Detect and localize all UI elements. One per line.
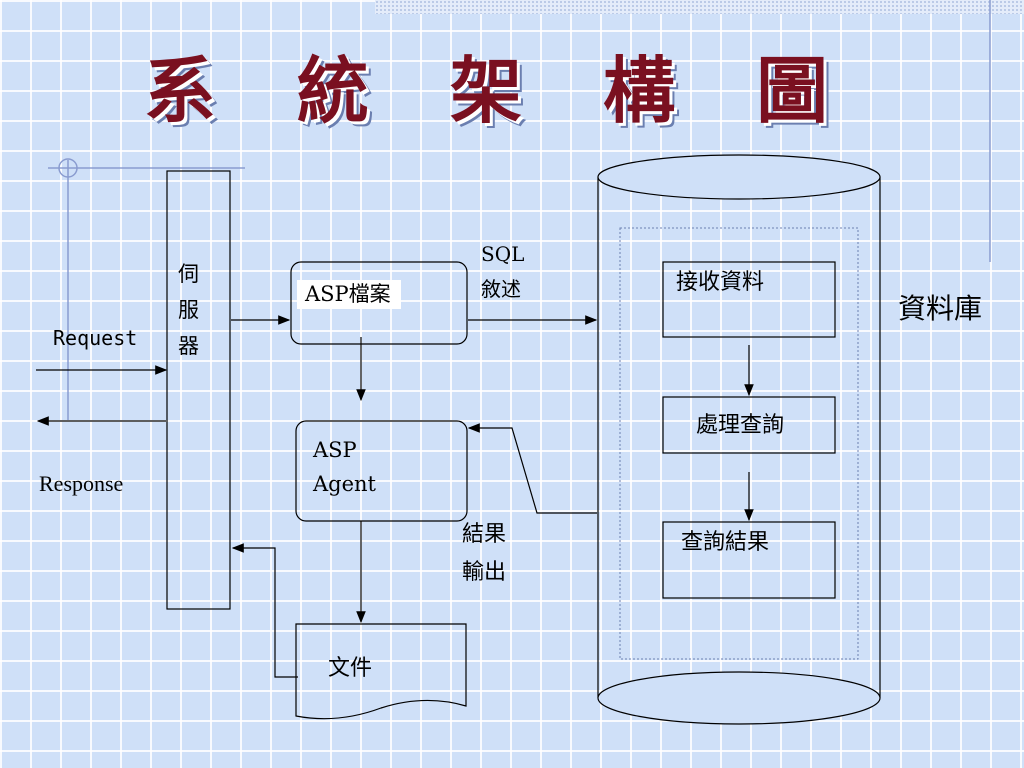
server-box [166, 170, 231, 610]
decorative-circle [58, 158, 78, 178]
database-inner-frame [619, 227, 859, 660]
receive-data-label: 接收資料 [676, 270, 765, 295]
asp-file-label: ASP檔案 [297, 280, 401, 310]
server-label-2: 服 [178, 298, 199, 322]
database-label: 資料庫 [898, 292, 983, 325]
query-result-box [662, 521, 836, 599]
server-label-1: 伺 [178, 262, 199, 286]
sql-label-line1: SQL [481, 242, 525, 266]
document-shape [295, 623, 467, 720]
document-to-server-arrow [231, 543, 298, 678]
query-result-label: 查詢結果 [681, 530, 770, 555]
sql-label-line2: 敘述 [481, 277, 521, 301]
request-label: Request [53, 326, 138, 350]
database-cylinder-top [597, 154, 881, 200]
server-label-3: 器 [178, 334, 199, 358]
response-label: Response [39, 471, 124, 496]
asp-agent-box [295, 420, 468, 522]
receive-data-box [662, 261, 836, 338]
result-output-label-line1: 結果 [462, 522, 507, 547]
document-label: 文件 [328, 656, 373, 681]
database-cylinder-bottom [597, 671, 881, 725]
slide-title: 系 統 架 構 圖 [143, 48, 857, 133]
process-query-box [662, 396, 836, 454]
asp-agent-label-line1: ASP [313, 438, 357, 462]
asp-file-box [290, 261, 468, 345]
result-output-arrow [467, 423, 597, 514]
asp-agent-label-line2: Agent [313, 472, 376, 496]
result-output-label-line2: 輸出 [462, 560, 507, 585]
decorative-top-band [375, 0, 1024, 14]
process-query-label: 處理查詢 [696, 413, 785, 438]
